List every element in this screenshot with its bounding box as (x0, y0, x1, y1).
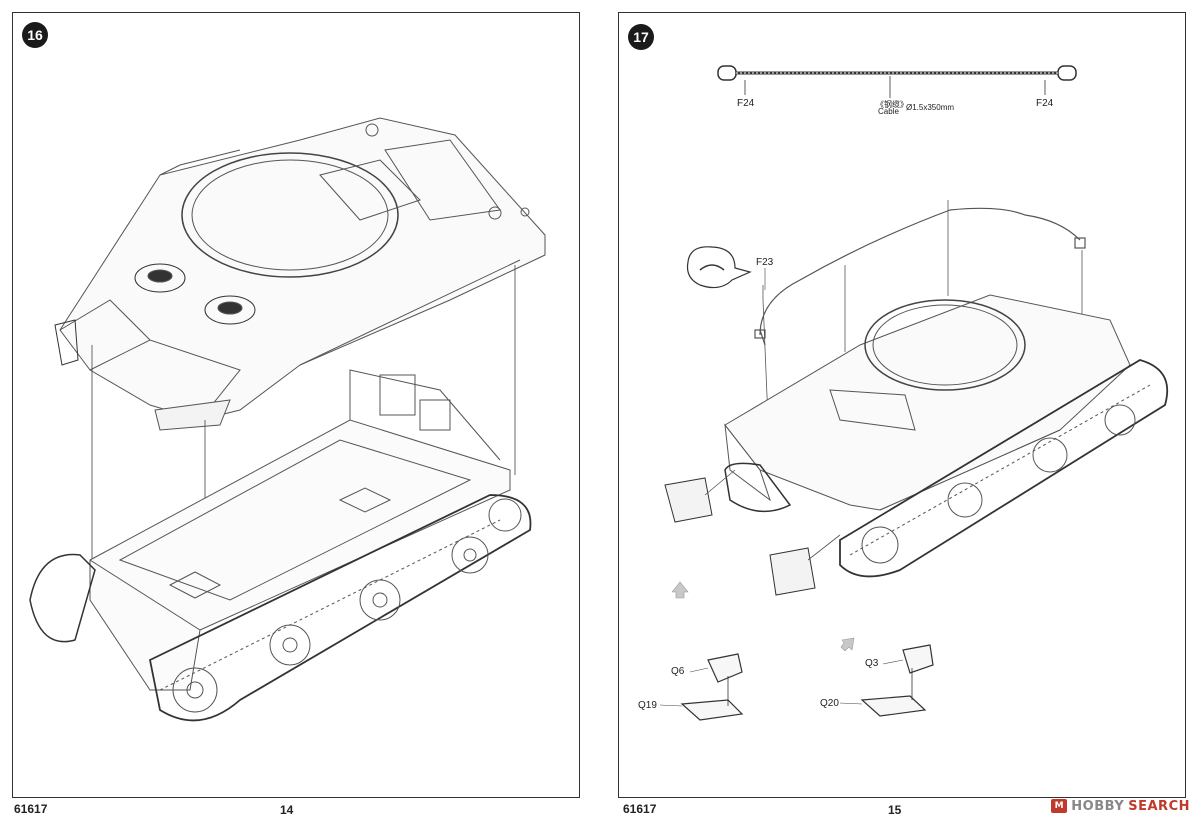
cable-spec: Ø1.5x350mm (906, 103, 955, 112)
part-leader-lines (659, 268, 904, 707)
watermark-hobby: HOBBY (1071, 798, 1125, 814)
page-right-frame (618, 12, 1186, 798)
page-left-frame (12, 12, 580, 798)
page-number-right: 15 (888, 803, 902, 817)
kit-number-right: 61617 (623, 802, 657, 816)
part-q20-label: Q20 (820, 698, 839, 709)
part-q19-label: Q19 (638, 700, 657, 711)
part-q6-label: Q6 (671, 666, 685, 677)
page-number-left: 14 (280, 803, 294, 817)
tank-rear-drawing (664, 294, 1169, 596)
cable-end-left-label: F24 (737, 98, 755, 109)
part-f23-label: F23 (756, 257, 774, 268)
flap-parts (680, 644, 934, 721)
step-badge-16: 16 (22, 22, 48, 48)
part-q3-label: Q3 (865, 658, 879, 669)
upper-hull-drawing (54, 117, 546, 431)
step-badge-17: 17 (628, 24, 654, 50)
cable-label-en: Cable (878, 107, 899, 116)
watermark-search: SEARCH (1128, 798, 1190, 814)
cable-end-right-label: F24 (1036, 98, 1054, 109)
lower-hull-drawing (29, 369, 532, 722)
direction-arrows (671, 581, 855, 652)
callout-bubble (686, 246, 752, 289)
cable-drawing (717, 65, 1077, 98)
cable-label-cn: 《钢缆》 (876, 100, 908, 109)
kit-number-left: 61617 (14, 802, 48, 816)
hobbysearch-watermark: M HOBBY SEARCH (1051, 797, 1190, 815)
watermark-logo-icon: M (1051, 799, 1068, 813)
